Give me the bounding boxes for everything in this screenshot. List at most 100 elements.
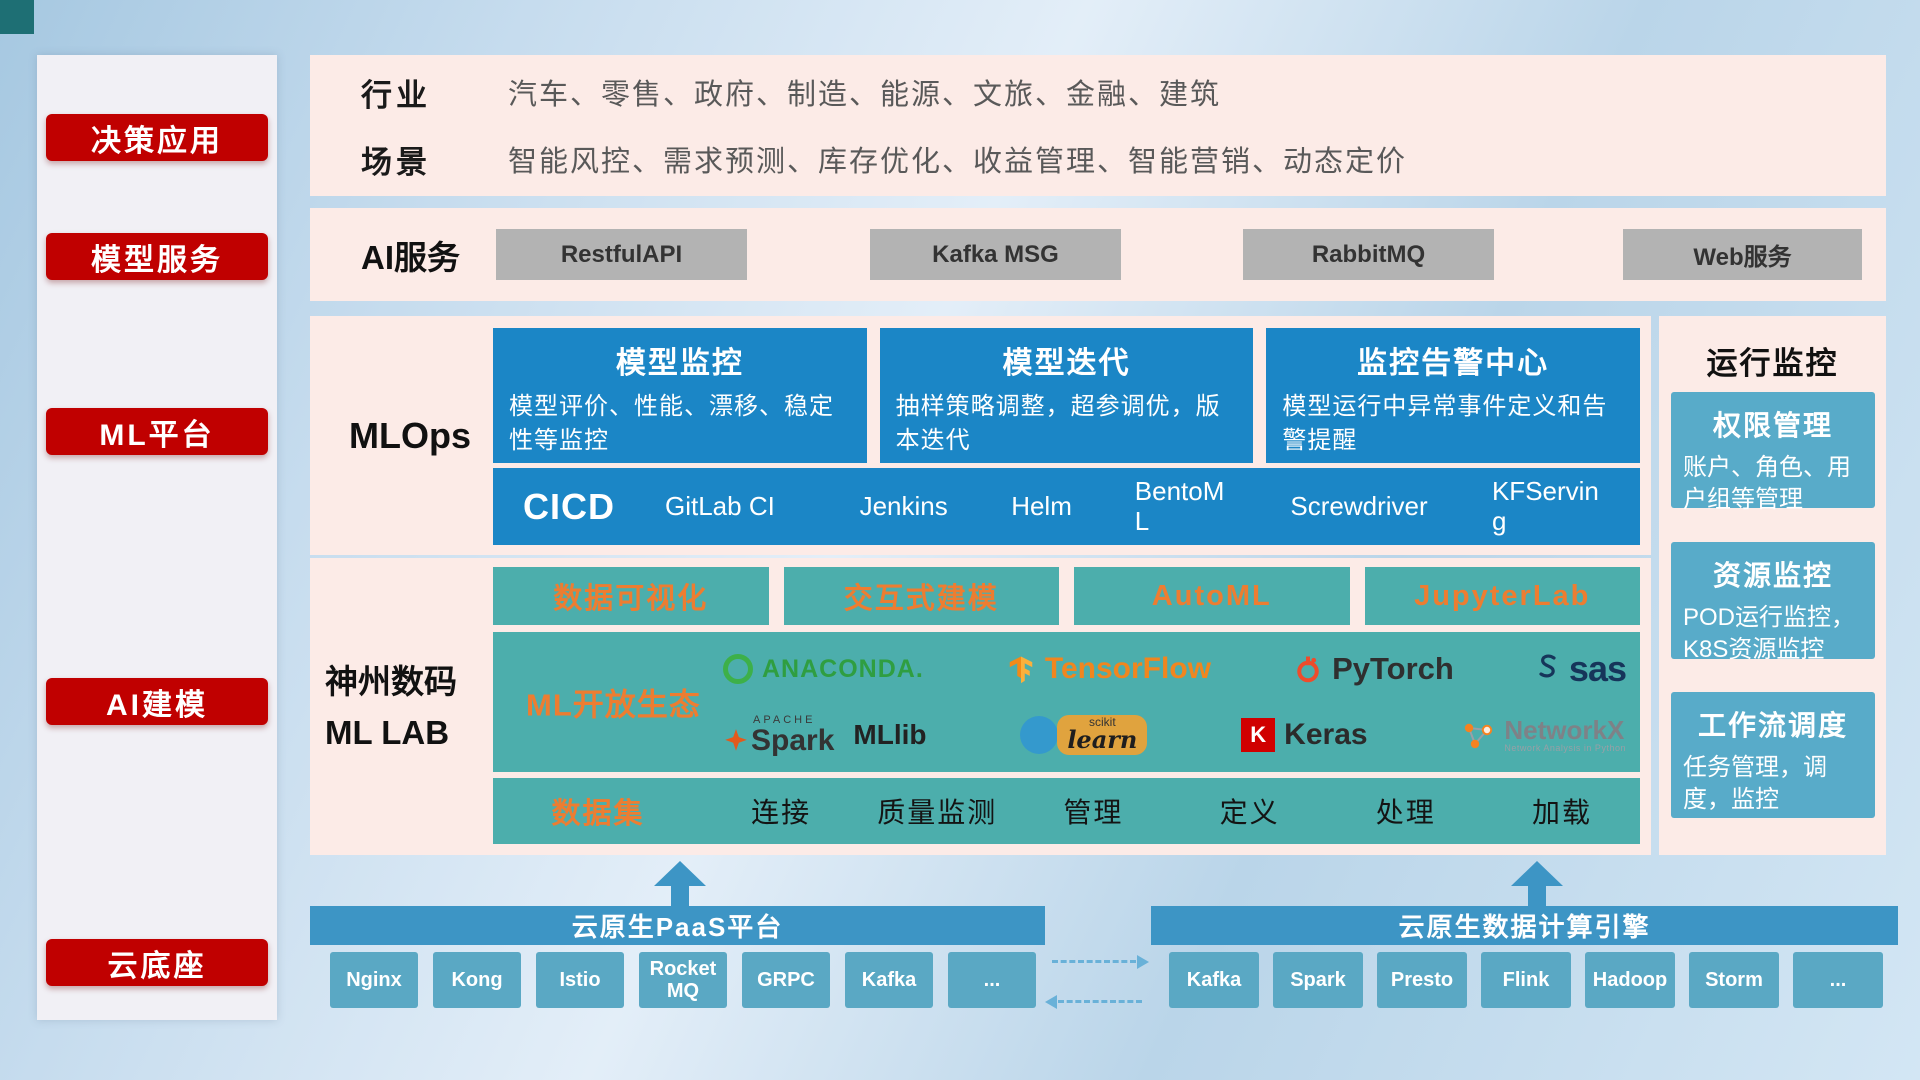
runtime-monitor-title: 运行监控 bbox=[1706, 346, 1839, 381]
dataset-row: 数据集 连接 质量监测 管理 定义 处理 加载 bbox=[493, 778, 1640, 844]
chip-presto: Presto bbox=[1377, 952, 1467, 1008]
mllib-label: MLlib bbox=[853, 719, 927, 751]
mlops-panel: MLOps 模型监控 模型评价、性能、漂移、稳定性等监控 模型迭代 抽样策略调整… bbox=[310, 316, 1651, 555]
dashed-arrow-left bbox=[1045, 995, 1142, 1009]
chip-more: ... bbox=[948, 952, 1036, 1008]
chip-nginx: Nginx bbox=[330, 952, 418, 1008]
background-artifact bbox=[0, 0, 34, 34]
chip-more: ... bbox=[1793, 952, 1883, 1008]
cicd-label: CICD bbox=[523, 485, 615, 527]
card-model-monitoring: 模型监控 模型评价、性能、漂移、稳定性等监控 bbox=[493, 328, 867, 463]
cicd-tools: GitLab CI Jenkins Helm BentoML Screwdriv… bbox=[665, 475, 1610, 537]
networkx-logo: NetworkX Network Analysis in Python bbox=[1461, 714, 1626, 754]
sidebar-item-ml-platform: ML平台 bbox=[46, 408, 268, 455]
dataset-label: 数据集 bbox=[551, 798, 645, 830]
sas-icon bbox=[1539, 654, 1556, 678]
chip-kafka: Kafka bbox=[845, 952, 933, 1008]
chip-kong: Kong bbox=[433, 952, 521, 1008]
spark-wordmark: APACHE Spark bbox=[723, 713, 834, 756]
chip-rocketmq: RocketMQ bbox=[639, 952, 727, 1008]
scene-label: 场景 bbox=[361, 144, 431, 180]
card-workflow-scheduler: 工作流调度 任务管理，调度，监控 bbox=[1671, 692, 1875, 818]
industry-label: 行业 bbox=[361, 77, 431, 113]
learn-label: learn bbox=[1067, 725, 1138, 755]
left-sidebar: 决策应用 模型服务 ML平台 AI建模 云底座 bbox=[37, 55, 277, 1020]
up-arrow-paas bbox=[652, 861, 708, 906]
tool-jenkins: Jenkins bbox=[859, 490, 948, 521]
spark-icon bbox=[725, 728, 747, 751]
card-title: 监控告警中心 bbox=[1357, 347, 1550, 380]
card-title: 工作流调度 bbox=[1697, 710, 1848, 741]
ml-lab-label-line2: ML LAB bbox=[325, 713, 450, 751]
card-title: 权限管理 bbox=[1712, 410, 1833, 441]
dataset-quality: 质量监测 bbox=[877, 797, 998, 828]
tool-jupyterlab: JupyterLab bbox=[1364, 567, 1640, 625]
engine-chips: Kafka Spark Presto Flink Hadoop Storm ..… bbox=[1169, 952, 1883, 1008]
industry-list: 汽车、零售、政府、制造、能源、文旅、金融、建筑 bbox=[508, 79, 1222, 111]
ml-lab-label-line1: 神州数码 bbox=[325, 662, 457, 700]
paas-platform-title: 云原生PaaS平台 bbox=[571, 912, 784, 942]
pytorch-icon bbox=[1297, 656, 1319, 683]
chip-grpc: GRPC bbox=[742, 952, 830, 1008]
industry-panel: 行业 汽车、零售、政府、制造、能源、文旅、金融、建筑 场景 智能风控、需求预测、… bbox=[310, 55, 1886, 196]
chip-hadoop: Hadoop bbox=[1585, 952, 1675, 1008]
scikit-label: scikit bbox=[1088, 715, 1116, 730]
service-kafka-msg: Kafka MSG bbox=[870, 229, 1121, 280]
chip-storm: Storm bbox=[1689, 952, 1779, 1008]
anaconda-label: ANACONDA. bbox=[762, 654, 924, 683]
dashed-arrow-right bbox=[1052, 955, 1149, 969]
ml-lab-panel: 神州数码 ML LAB 数据可视化 交互式建模 AutoML JupyterLa… bbox=[310, 558, 1651, 855]
sidebar-item-decision-apps: 决策应用 bbox=[46, 114, 268, 161]
networkx-label: NetworkX bbox=[1504, 714, 1625, 745]
card-desc: 模型评价、性能、漂移、稳定性等监控 bbox=[509, 393, 834, 454]
tensorflow-icon bbox=[1009, 656, 1033, 684]
ai-service-panel: AI服务 RestfulAPI Kafka MSG RabbitMQ Web服务 bbox=[310, 208, 1886, 301]
apache-label: APACHE bbox=[753, 713, 816, 726]
card-title: 模型迭代 bbox=[1002, 347, 1131, 380]
sas-label: sas bbox=[1568, 648, 1627, 690]
chip-kafka: Kafka bbox=[1169, 952, 1259, 1008]
anaconda-icon bbox=[723, 654, 753, 685]
card-permission-mgmt: 权限管理 账户、角色、用户组等管理 bbox=[1671, 392, 1875, 513]
keras-logo: K Keras bbox=[1241, 718, 1368, 753]
keras-icon: K bbox=[1241, 718, 1276, 753]
card-desc: 模型运行中异常事件定义和告警提醒 bbox=[1282, 393, 1608, 454]
networkx-icon bbox=[1465, 724, 1493, 749]
sidebar-item-model-service: 模型服务 bbox=[46, 233, 268, 280]
service-web: Web服务 bbox=[1623, 229, 1862, 280]
chip-flink: Flink bbox=[1481, 952, 1571, 1008]
ml-lab-label: 神州数码 ML LAB bbox=[325, 655, 490, 757]
arrow-head-left bbox=[1045, 995, 1057, 1009]
service-restfulapi: RestfulAPI bbox=[496, 229, 747, 280]
paas-chips: Nginx Kong Istio RocketMQ GRPC Kafka ... bbox=[330, 952, 1036, 1008]
runtime-monitor-panel: 运行监控 权限管理 账户、角色、用户组等管理 资源监控 POD运行监控，K8S资… bbox=[1659, 316, 1886, 855]
scikit-learn-icon bbox=[1020, 716, 1059, 755]
chip-spark: Spark bbox=[1273, 952, 1363, 1008]
paas-platform-bar: 云原生PaaS平台 bbox=[310, 906, 1045, 945]
tool-gitlab-ci: GitLab CI bbox=[665, 490, 775, 521]
sidebar-item-ai-modeling: AI建模 bbox=[46, 678, 268, 725]
cicd-bar: CICD GitLab CI Jenkins Helm BentoML Scre… bbox=[493, 468, 1640, 545]
scene-list: 智能风控、需求预测、库存优化、收益管理、智能营销、动态定价 bbox=[508, 146, 1408, 178]
ai-service-label: AI服务 bbox=[361, 238, 460, 276]
dataset-manage: 管理 bbox=[1063, 797, 1124, 828]
chip-istio: Istio bbox=[536, 952, 624, 1008]
tool-bentoml: BentoML bbox=[1134, 475, 1225, 536]
logo-row-1: ANACONDA. TensorFlow bbox=[723, 648, 1627, 690]
tensorflow-logo: TensorFlow bbox=[1006, 652, 1211, 686]
ecosystem-logos: ANACONDA. TensorFlow bbox=[723, 636, 1627, 768]
card-alert-center: 监控告警中心 模型运行中异常事件定义和告警提醒 bbox=[1266, 328, 1641, 463]
ml-ecosystem-label: ML开放生态 bbox=[526, 687, 701, 723]
card-desc: 任务管理，调度，监控 bbox=[1683, 754, 1827, 814]
sidebar-item-cloud-base: 云底座 bbox=[46, 939, 268, 986]
mlops-label: MLOps bbox=[349, 414, 471, 456]
card-desc: 抽样策略调整，超参调优，版本迭代 bbox=[895, 393, 1221, 454]
data-engine-title: 云原生数据计算引擎 bbox=[1398, 912, 1651, 942]
card-model-iteration: 模型迭代 抽样策略调整，超参调优，版本迭代 bbox=[879, 328, 1254, 463]
dataset-connect: 连接 bbox=[751, 797, 812, 828]
card-title: 模型监控 bbox=[615, 347, 744, 380]
scene-row: 场景 智能风控、需求预测、库存优化、收益管理、智能营销、动态定价 bbox=[361, 137, 1886, 182]
card-resource-monitor: 资源监控 POD运行监控，K8S资源监控 bbox=[1671, 542, 1875, 663]
dataset-define: 定义 bbox=[1219, 797, 1280, 828]
